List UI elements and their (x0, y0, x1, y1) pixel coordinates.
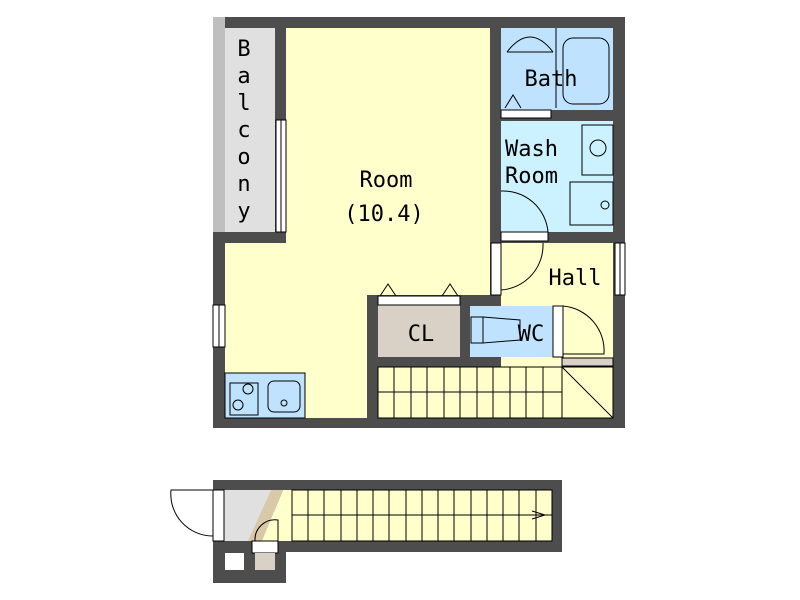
kitchen-counter (224, 372, 306, 419)
wc-area (470, 306, 553, 357)
bath-label: Bath (525, 67, 578, 92)
entrance-step (248, 490, 283, 541)
hall-door[interactable] (490, 242, 544, 296)
hall-window[interactable] (614, 242, 626, 296)
svg-text:a: a (237, 64, 250, 89)
storage-door[interactable] (251, 519, 279, 554)
bath-door[interactable] (500, 94, 552, 119)
balcony-label: B a l c o n y (237, 37, 250, 224)
toilet-icon (470, 316, 521, 344)
svg-text:c: c (237, 118, 250, 143)
left-window[interactable] (212, 304, 226, 348)
room-size-label: (10.4) (344, 202, 423, 227)
stair-treads-upper (378, 357, 614, 419)
hall-label: Hall (549, 266, 602, 291)
wash-label-2: Room (505, 164, 558, 189)
balcony-area (225, 28, 275, 232)
wc-label: WC (518, 322, 545, 347)
bath-area (501, 28, 613, 110)
closet-label: CL (408, 322, 435, 347)
balcony-window[interactable] (275, 119, 287, 233)
bathtub (506, 28, 610, 108)
wash-door[interactable] (500, 190, 549, 242)
storage-area (255, 553, 275, 570)
room-area-mid (225, 243, 490, 295)
wc-door[interactable] (552, 305, 605, 358)
balcony-edge (213, 17, 225, 232)
svg-text:n: n (237, 172, 250, 197)
washbasin (569, 124, 614, 226)
svg-text:B: B (237, 37, 250, 62)
closet-area (378, 305, 460, 357)
svg-text:y: y (237, 199, 250, 224)
stair-treads-lower (292, 490, 552, 541)
wash-area (501, 121, 613, 232)
entrance-door[interactable] (170, 489, 225, 542)
stairs-landing (262, 490, 292, 541)
svg-text:o: o (237, 145, 250, 170)
lower-walls-box (213, 552, 286, 583)
closet-doors[interactable] (377, 283, 461, 306)
svg-text:l: l (237, 91, 250, 116)
meter-box (225, 553, 244, 570)
room-label: Room (360, 168, 413, 193)
wash-label-1: Wash (505, 137, 558, 162)
